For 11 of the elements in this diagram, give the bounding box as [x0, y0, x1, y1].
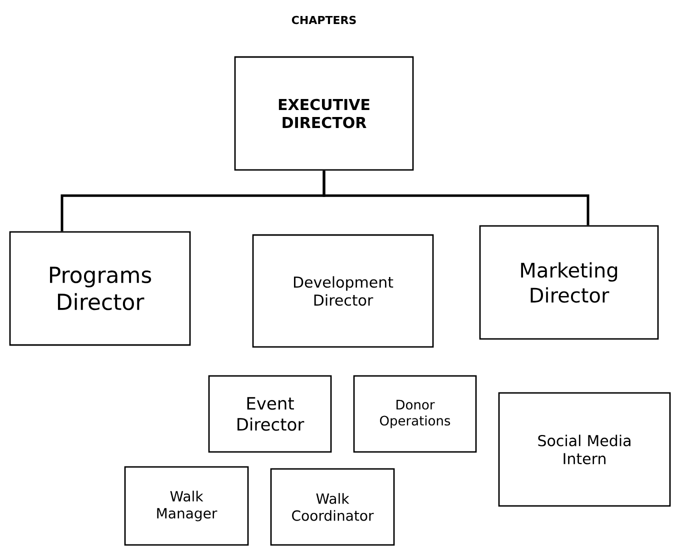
role-box: EXECUTIVE DIRECTOR	[234, 56, 414, 171]
role-box: Walk Manager	[124, 466, 249, 546]
role-box: Social Media Intern	[498, 392, 671, 507]
role-box: Donor Operations	[353, 375, 477, 453]
role-box: Event Director	[208, 375, 332, 453]
connector-line	[322, 170, 590, 226]
role-box: Marketing Director	[479, 225, 659, 340]
role-box: Walk Coordinator	[270, 468, 395, 546]
role-box: Programs Director	[9, 231, 191, 346]
heading: CHAPTERS	[292, 16, 356, 24]
role-box: Development Director	[252, 234, 434, 348]
